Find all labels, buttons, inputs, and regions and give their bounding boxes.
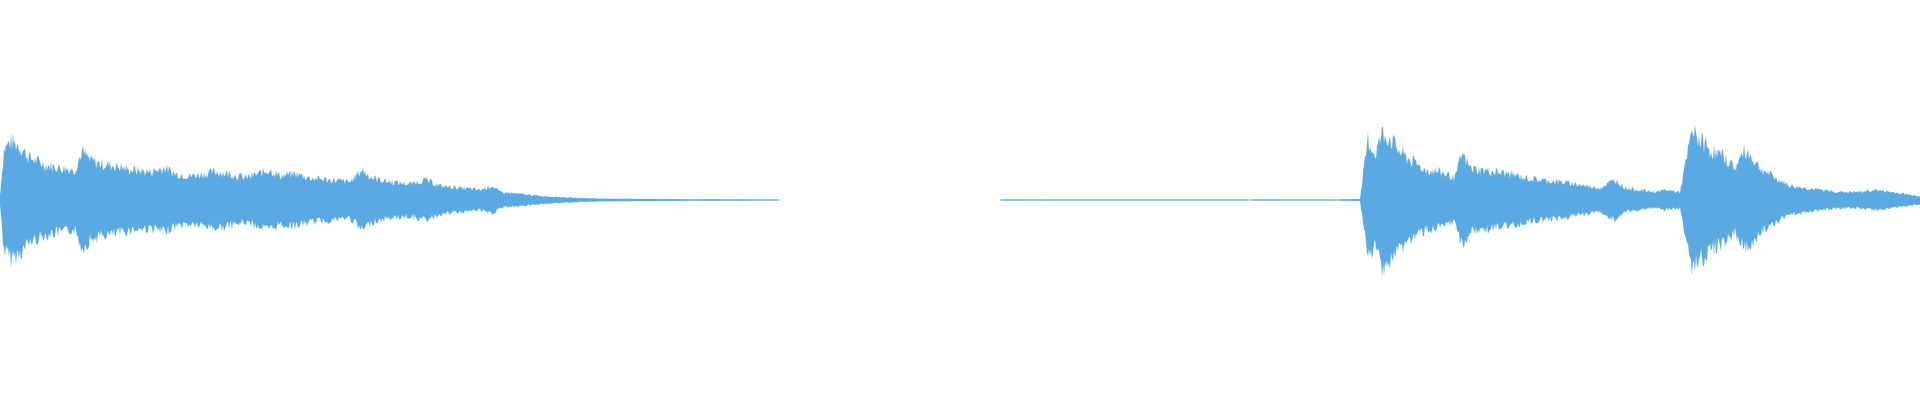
waveform-envelope: [0, 124, 1920, 278]
